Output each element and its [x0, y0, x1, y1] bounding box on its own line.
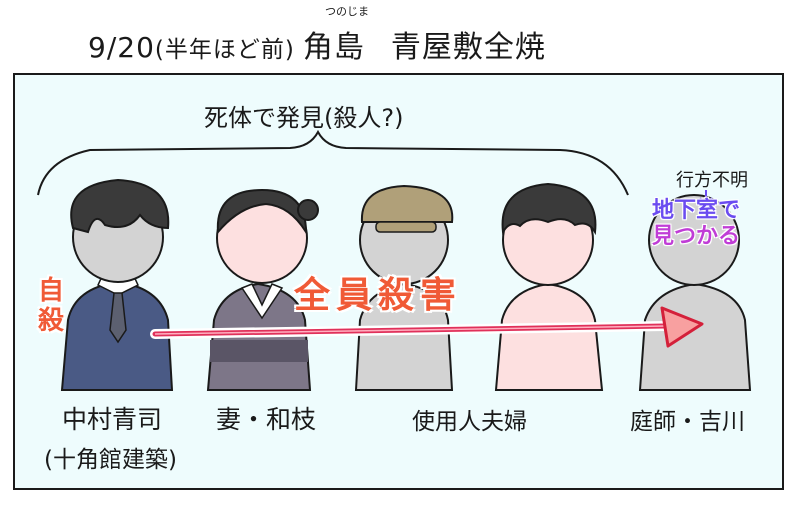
date-note: (半年ほど前) — [154, 37, 295, 63]
found-dead-label: 死体で発見(殺人?) — [204, 104, 404, 132]
figure-servant-husband — [354, 184, 454, 391]
all-killed-label: 全員殺害 — [294, 275, 463, 316]
basement-note: 地下室で 見つかる — [652, 198, 740, 250]
figure-nakamura — [60, 178, 174, 391]
arrow-icon — [150, 306, 704, 348]
date: 9/20 — [88, 31, 155, 64]
figure-servant-wife — [494, 182, 604, 391]
page-title: 9/20(半年ほど前) 角島青屋敷全焼 — [88, 22, 546, 66]
suicide-label: 自殺 — [38, 276, 65, 336]
place-name: 角島 — [302, 30, 365, 65]
missing-label: 行方不明 — [676, 170, 748, 191]
character-note-nakamura: (十角館建築) — [44, 447, 177, 473]
event-title: 青屋敷全焼 — [390, 30, 546, 65]
place-ruby: つのじま — [325, 5, 369, 18]
character-name-yoshikawa: 庭師・吉川 — [630, 409, 745, 435]
basement-note-line2: 見つかる — [652, 224, 741, 249]
brace-icon — [37, 129, 629, 196]
down-arrow-icon — [699, 190, 713, 207]
character-name-servants: 使用人夫婦 — [412, 409, 527, 435]
basement-note-line1: 地下室で — [652, 198, 741, 223]
character-name-kazue: 妻・和枝 — [216, 405, 317, 434]
character-name-nakamura: 中村青司 — [62, 405, 163, 434]
